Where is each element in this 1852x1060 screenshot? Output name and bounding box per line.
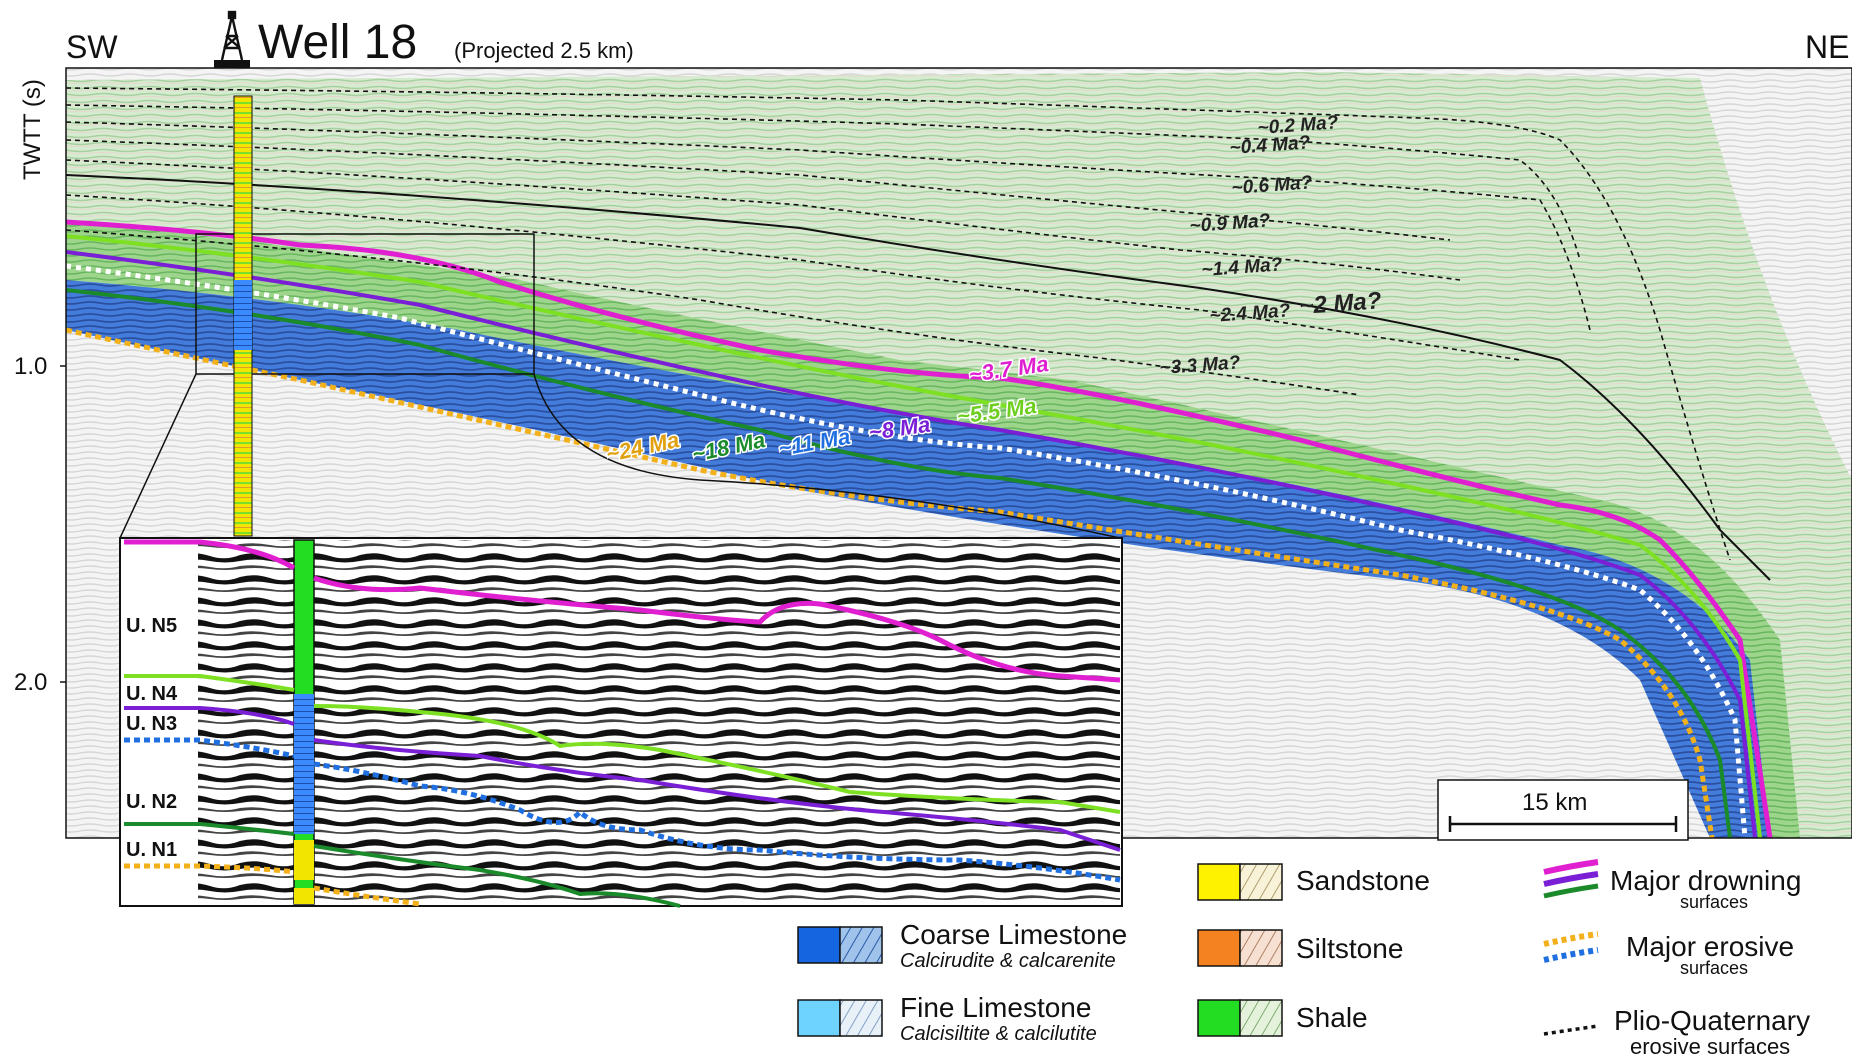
scale-bar-line [1448, 816, 1678, 832]
inset-well-sand [294, 840, 314, 880]
legend-fine-limestone: Fine Limestone Calcisiltite & calcilutit… [797, 992, 1097, 1045]
inset-horizon-magenta [124, 539, 1121, 683]
horizon-3-7-ma [66, 219, 1773, 838]
well-name: Well 18 [258, 16, 417, 69]
legend-sandstone: Sandstone [1197, 863, 1430, 901]
unit-label-n3: U. N3 [126, 713, 177, 735]
inset-horizon-blue-dotted [124, 737, 1121, 883]
inset-horizon-lime [124, 674, 1121, 814]
unit-label-n5: U. N5 [126, 615, 177, 637]
well-head [214, 60, 250, 68]
horizon-18-ma [66, 288, 1732, 838]
axis-label: TWTT (s) [19, 79, 46, 180]
legend-fine-limestone-subtitle: Calcisiltite & calcilutite [900, 1023, 1097, 1045]
direction-ne: NE [1805, 29, 1849, 65]
legend-pq-title: Plio-Quaternary [1614, 1005, 1810, 1036]
horizon-8-ma [66, 250, 1757, 838]
carbonate-package [66, 280, 1770, 838]
inset-horizon-purple [124, 706, 1121, 852]
legend-coarse-limestone: Coarse Limestone Calcirudite & calcareni… [797, 919, 1127, 972]
legend-shale: Shale [1197, 999, 1368, 1037]
legend-siltstone: Siltstone [1197, 929, 1403, 967]
horizon-11-ma [66, 263, 1748, 838]
horizon-2-ma [66, 174, 1771, 581]
oil-derrick-icon [220, 10, 244, 61]
age-label-2: ~2 Ma? [1299, 287, 1383, 320]
direction-sw: SW [66, 29, 118, 65]
inset-seismic [198, 540, 1120, 904]
zoom-connector-right [533, 373, 1121, 539]
scale-bar-label: 15 km [1522, 789, 1587, 816]
axis-ticks [60, 365, 66, 683]
legend-erosive-subtitle: surfaces [1680, 958, 1748, 978]
plio-quaternary-package [66, 72, 1852, 838]
legend-drowning-title: Major drowning [1610, 865, 1801, 896]
legend-siltstone-title: Siltstone [1296, 933, 1403, 964]
well-log-carbonate-interval [234, 280, 252, 350]
zoom-connector-left [119, 373, 197, 539]
inset-horizon-green [124, 822, 681, 908]
legend-erosive-title: Major erosive [1626, 931, 1794, 962]
legend-pq-surfaces: Plio-Quaternary erosive surfaces [1543, 1005, 1810, 1059]
legend-coarse-limestone-subtitle: Calcirudite & calcarenite [900, 950, 1116, 972]
unit-label-n4: U. N4 [126, 683, 178, 705]
legend-drowning-subtitle: surfaces [1680, 892, 1748, 912]
inset-panel: U. N5 U. N4 U. N3 U. N2 U. N1 [119, 537, 1123, 908]
unit-label-n2: U. N2 [126, 791, 177, 813]
legend-sandstone-title: Sandstone [1296, 865, 1430, 896]
horizon-24-ma [66, 327, 1715, 838]
legend-fine-limestone-title: Fine Limestone [900, 992, 1091, 1023]
axis-tick-2-0: 2.0 [14, 669, 47, 696]
legend: Coarse Limestone Calcirudite & calcareni… [797, 859, 1810, 1059]
axis-tick-1-0: 1.0 [14, 353, 47, 380]
legend-pq-subtitle: erosive surfaces [1630, 1034, 1790, 1059]
horizon-5-5-ma [66, 234, 1762, 838]
scale-bar-box [1437, 779, 1689, 841]
unit-label-n1: U. N1 [126, 839, 177, 861]
legend-erosive-surfaces: Major erosive surfaces [1543, 931, 1794, 978]
legend-coarse-limestone-title: Coarse Limestone [900, 919, 1127, 950]
zoom-box [195, 233, 535, 375]
inset-well-blue [294, 694, 314, 834]
inset-horizon-orange-dotted [124, 863, 421, 907]
legend-shale-title: Shale [1296, 1002, 1368, 1033]
pq-erosive-surfaces [66, 87, 1731, 561]
well-projection-note: (Projected 2.5 km) [454, 38, 634, 63]
legend-drowning-surfaces: Major drowning surfaces [1543, 859, 1801, 912]
inset-well-sand-2 [294, 888, 314, 904]
